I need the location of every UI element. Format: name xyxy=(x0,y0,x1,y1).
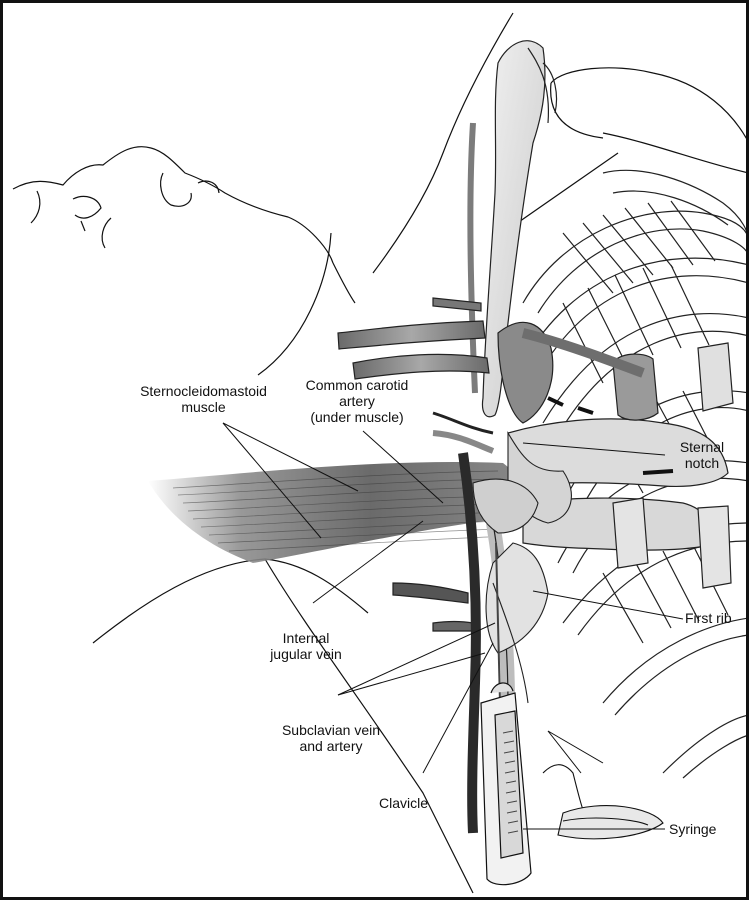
label-internal-jugular-vein: Internal jugular vein xyxy=(251,630,361,662)
label-clavicle: Clavicle xyxy=(379,795,428,811)
leader-subclavian-4 xyxy=(548,731,581,773)
leader-first-rib xyxy=(533,591,683,619)
hand-outline xyxy=(543,765,663,839)
label-common-carotid-artery: Common carotid artery (under muscle) xyxy=(292,377,422,425)
leader-subclavian-3 xyxy=(548,731,603,763)
label-sternal-notch: Sternal notch xyxy=(667,439,737,471)
label-syringe: Syringe xyxy=(669,821,716,837)
label-first-rib: First rib xyxy=(685,610,732,626)
face-profile xyxy=(13,147,355,375)
anatomy-illustration xyxy=(3,3,749,900)
label-subclavian-vein-artery: Subclavian vein and artery xyxy=(271,722,391,754)
label-sternocleidomastoid: Sternocleidomastoid muscle xyxy=(121,383,286,415)
